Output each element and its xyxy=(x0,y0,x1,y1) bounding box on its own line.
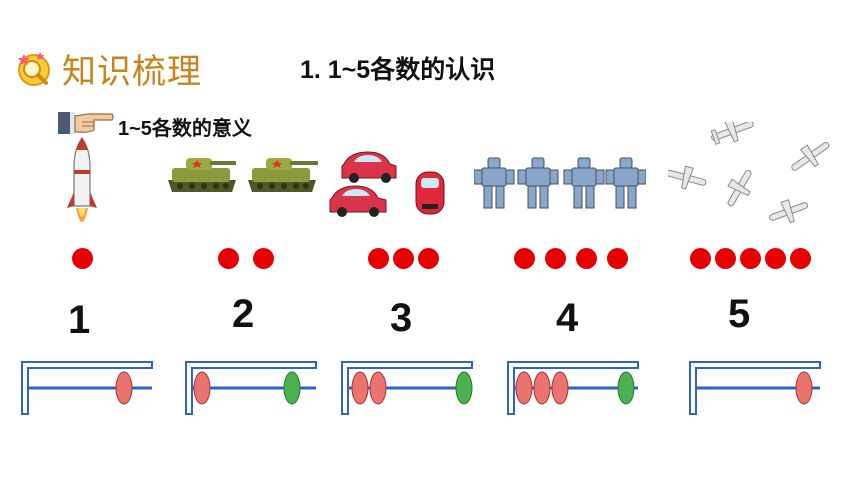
red-dot xyxy=(514,247,535,269)
red-dot xyxy=(218,247,239,269)
dots-group-4 xyxy=(514,246,632,270)
counter-5 xyxy=(689,361,821,415)
robots-picture xyxy=(474,157,646,209)
section-title: 1. 1~5各数的认识 xyxy=(300,56,496,84)
page-title: 知识梳理 xyxy=(62,52,202,92)
red-dot xyxy=(253,247,274,269)
numeral-4: 4 xyxy=(556,296,579,340)
magnifier-sparkle-icon xyxy=(18,52,50,86)
numeral-3: 3 xyxy=(390,296,413,340)
subsection-title: 1~5各数的意义 xyxy=(118,118,252,140)
counter-4 xyxy=(507,361,639,415)
red-dot xyxy=(715,247,736,269)
rocket-picture xyxy=(67,136,97,222)
red-dot xyxy=(368,247,389,269)
counter-3 xyxy=(341,361,473,415)
counter-2 xyxy=(185,361,317,415)
red-dot xyxy=(765,247,786,269)
red-dot xyxy=(690,247,711,269)
red-dot xyxy=(740,247,761,269)
red-dot xyxy=(576,247,597,269)
dots-group-1 xyxy=(72,246,97,270)
cars-picture xyxy=(329,151,445,217)
red-dot xyxy=(72,247,93,269)
tanks-picture xyxy=(168,158,318,192)
numeral-1: 1 xyxy=(68,298,91,342)
pointing-hand-icon xyxy=(58,112,114,134)
numeral-5: 5 xyxy=(728,292,751,336)
counter-1 xyxy=(21,361,153,415)
red-dot xyxy=(418,247,439,269)
dots-group-3 xyxy=(368,246,443,270)
red-dot xyxy=(545,247,566,269)
dots-group-5 xyxy=(690,246,815,270)
red-dot xyxy=(393,247,414,269)
red-dot xyxy=(790,247,811,269)
numeral-2: 2 xyxy=(232,292,255,336)
airplanes-picture xyxy=(668,122,830,224)
dots-group-2 xyxy=(218,246,278,270)
red-dot xyxy=(607,247,628,269)
